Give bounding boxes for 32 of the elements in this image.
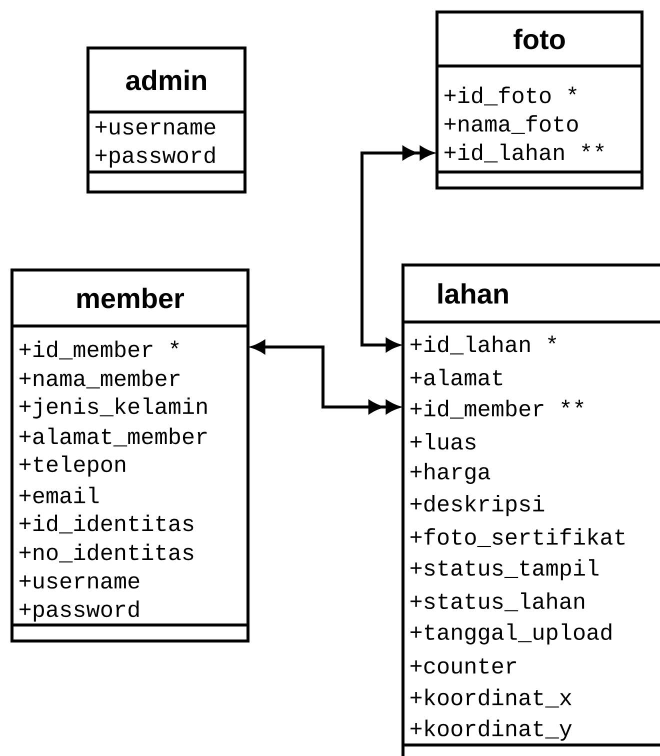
attribute-text: +id_identitas [20,514,194,534]
attribute-text: +status_lahan [410,592,584,612]
attribute-text: +jenis_kelamin [20,397,207,419]
attribute-text: +id_member * [20,340,179,360]
attribute-text: +counter [410,658,516,674]
attribute-text: +id_foto * [444,86,577,106]
attribute-text: +foto_sertifikat [410,528,625,548]
attribute-text: +tanggal_upload [410,623,612,644]
class-name: admin [126,70,206,90]
attribute-text: +koordinat_y [410,720,572,741]
attribute-text: +deskripsi [410,494,544,516]
attribute-text: +luas [410,433,476,450]
attribute-text: +telepon [20,455,126,477]
attribute-text: +password [20,600,139,622]
attribute-text: +email [20,486,99,504]
attribute-text: +nama_foto [444,115,578,134]
attribute-text: +id_member ** [410,400,584,419]
attribute-text: +koordinat_x [410,688,572,708]
attribute-text: +no_identitas [20,544,194,562]
attribute-text: +username [96,121,216,135]
class-name: member [77,288,184,308]
attribute-text: +alamat [410,368,502,386]
attribute-text: +password [96,146,215,168]
attribute-text: +username [20,575,140,589]
class-name: lahan [438,283,508,304]
attribute-text: +status_tampil [410,559,598,580]
attribute-text: +nama_member [20,370,180,388]
attribute-text: +harga [410,462,490,484]
attribute-text: +id_lahan * [410,336,556,354]
attribute-text: +id_lahan ** [444,144,604,162]
attribute-text: +alamat_member [20,428,207,446]
class-name: foto [514,28,565,50]
